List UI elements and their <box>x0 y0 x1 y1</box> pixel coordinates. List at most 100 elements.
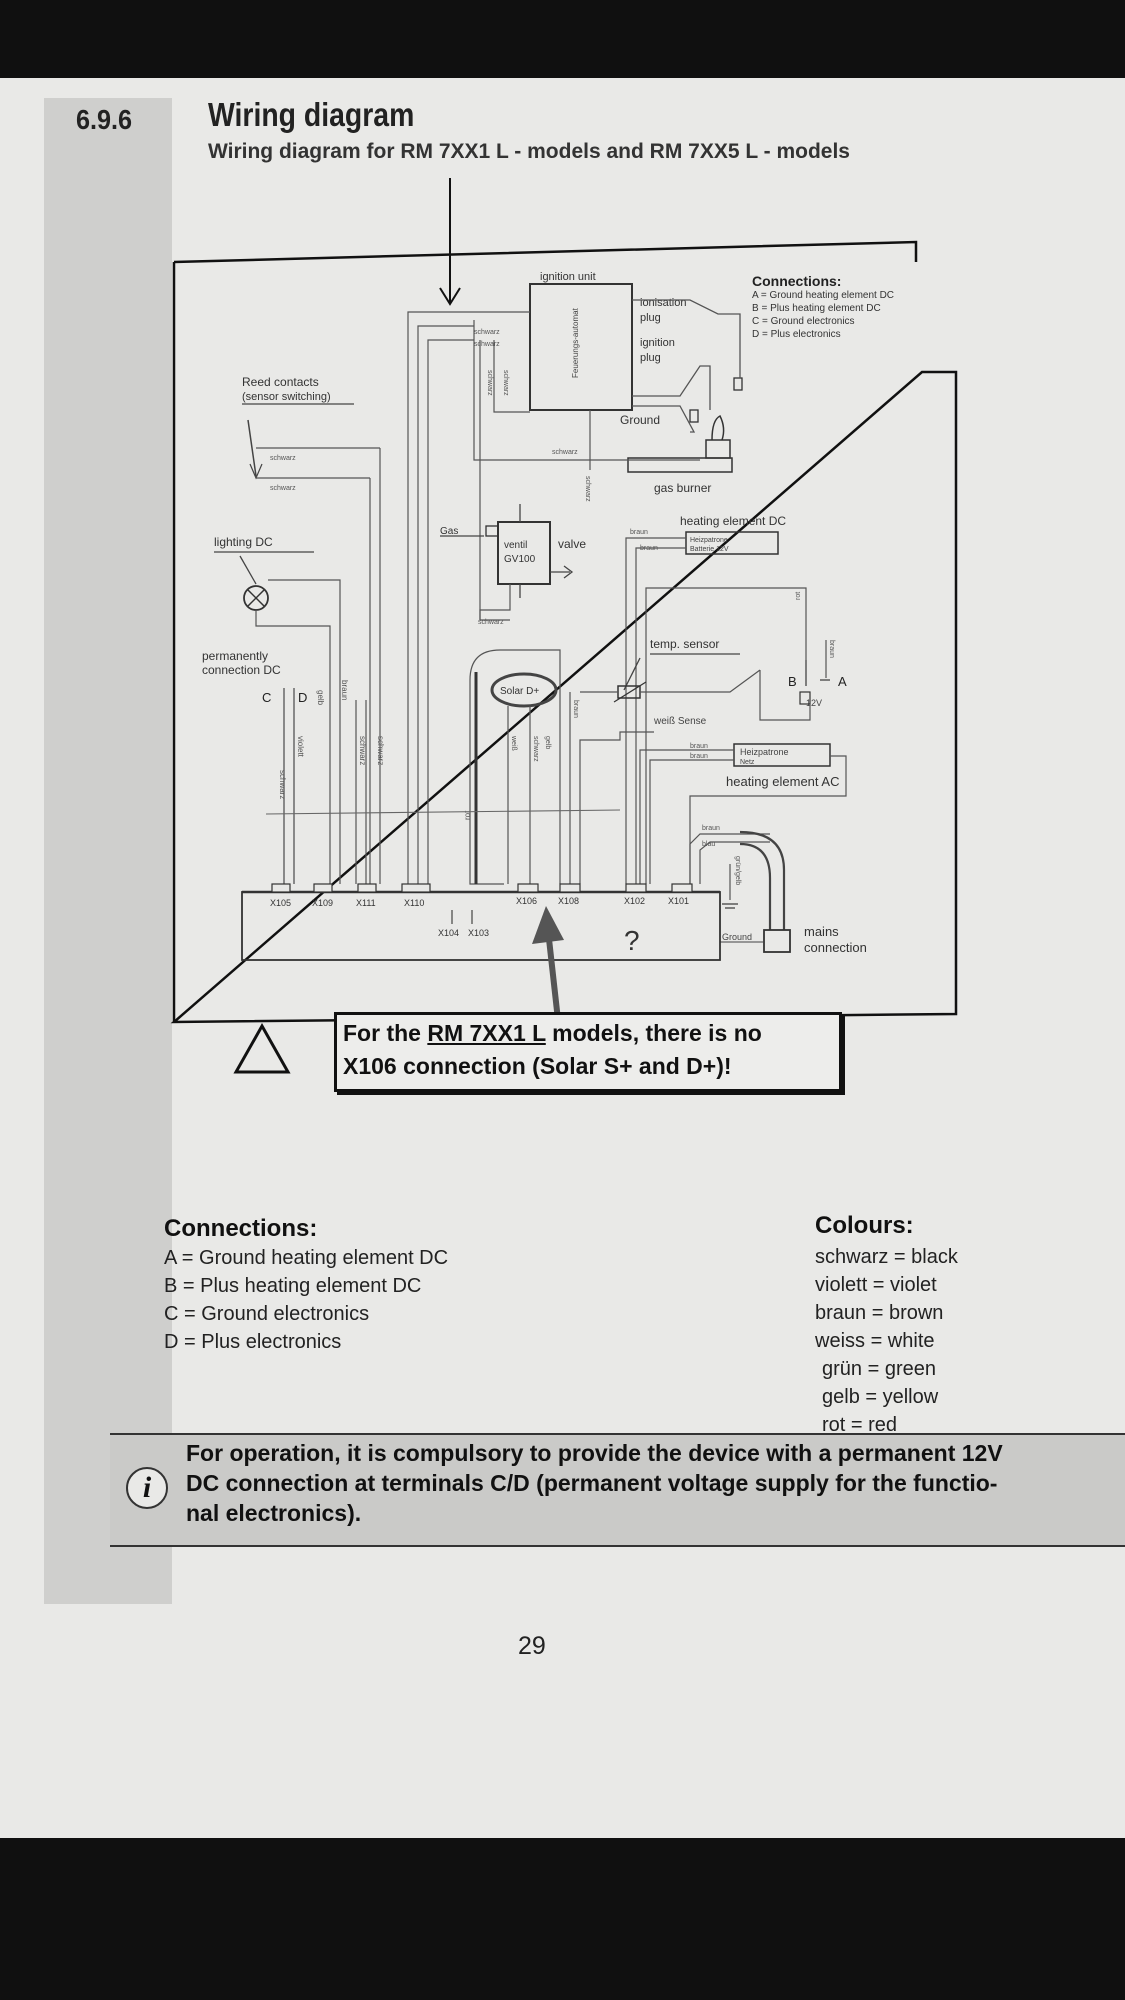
svg-text:schwarz: schwarz <box>552 449 578 456</box>
svg-text:schwarz: schwarz <box>278 770 287 799</box>
svg-text:Netz: Netz <box>740 759 755 766</box>
temp-sensor-label: temp. sensor <box>650 637 719 651</box>
valve-inner-1: ventil <box>504 540 527 551</box>
page-subtitle: Wiring diagram for RM 7XX1 L - models an… <box>208 140 850 163</box>
reed-contacts-label: Reed contacts <box>242 375 319 389</box>
reed-contacts-sub: (sensor switching) <box>242 391 331 403</box>
info-panel <box>110 1433 1125 1547</box>
mains-plug <box>763 929 791 953</box>
diagram-frame <box>170 240 958 1024</box>
colours-item: schwarz = black <box>815 1246 958 1268</box>
ground-label: Ground <box>620 413 660 427</box>
svg-text:braun: braun <box>828 640 835 658</box>
gas-burner <box>627 457 733 473</box>
svg-text:schwarz: schwarz <box>584 476 591 502</box>
connections-small-c: C = Ground electronics <box>752 316 855 327</box>
svg-text:braun: braun <box>340 680 349 700</box>
page-number: 29 <box>518 1632 546 1660</box>
svg-text:schwarz: schwarz <box>270 455 296 462</box>
info-icon: i <box>126 1467 168 1509</box>
svg-text:braun: braun <box>630 529 648 536</box>
svg-text:schwarz: schwarz <box>502 370 509 396</box>
terminal-x101: X101 <box>668 896 689 906</box>
valve-label: valve <box>558 537 586 551</box>
heating-dc-box <box>685 531 779 555</box>
svg-text:schwarz: schwarz <box>270 485 296 492</box>
heating-ac-box <box>733 743 831 767</box>
twelve-v-label: 12V <box>806 698 822 708</box>
permanent-connection-sub: connection DC <box>202 663 281 677</box>
ionisation-label: ionisation <box>640 297 686 309</box>
terminal-d-label: D <box>298 690 307 705</box>
svg-text:braun: braun <box>690 753 708 760</box>
note-line-2: X106 connection (Solar S+ and D+)! <box>343 1053 732 1079</box>
ground-small-label: Ground <box>722 932 752 942</box>
valve-box <box>497 521 551 585</box>
svg-text:violett: violett <box>296 736 305 758</box>
colours-heading: Colours: <box>815 1212 914 1239</box>
sidebar-band <box>44 98 172 1604</box>
ignition-unit-box <box>529 283 633 411</box>
warning-icon <box>233 1022 291 1074</box>
valve-inner-2: GV100 <box>504 554 536 565</box>
model-note-box: For the RM 7XX1 L models, there is no X1… <box>334 1012 842 1092</box>
terminal-x103: X103 <box>468 928 489 938</box>
svg-text:grün/gelb: grün/gelb <box>734 856 741 885</box>
gas-label: Gas <box>440 526 458 537</box>
svg-text:gelb: gelb <box>544 736 551 749</box>
connections-small-a: A = Ground heating element DC <box>752 290 894 301</box>
svg-text:braun: braun <box>702 825 720 832</box>
terminal-b-label: B <box>788 674 797 689</box>
svg-text:schwarz: schwarz <box>474 341 500 348</box>
connections-heading: Connections: <box>164 1215 318 1242</box>
svg-text:schwarz: schwarz <box>486 370 493 396</box>
colours-item: grün = green <box>822 1358 936 1380</box>
terminal-x109: X109 <box>312 898 333 908</box>
terminal-x104: X104 <box>438 928 459 938</box>
colours-item: violett = violet <box>815 1274 937 1296</box>
ignition-plug-label: plug <box>640 352 661 364</box>
colours-item: gelb = yellow <box>822 1386 939 1408</box>
mains-connection-label: connection <box>804 940 867 955</box>
svg-text:schwarz: schwarz <box>474 329 500 336</box>
ignition-unit-label: ignition unit <box>540 271 596 283</box>
terminal-x105: X105 <box>270 898 291 908</box>
page-title: Wiring diagram <box>208 96 415 133</box>
solar-label: Solar D+ <box>500 686 539 697</box>
terminal-x106: X106 <box>516 896 537 906</box>
note-line-1: For the RM 7XX1 L models, there is no <box>343 1020 762 1046</box>
svg-text:braun: braun <box>690 743 708 750</box>
ignition-unit-inner: Feuerungs-automat <box>571 307 580 378</box>
terminal-x110: X110 <box>404 898 424 908</box>
info-line-1: For operation, it is compulsory to provi… <box>186 1440 1003 1466</box>
svg-text:braun: braun <box>640 545 658 552</box>
connections-item: B = Plus heating element DC <box>164 1275 422 1297</box>
note-model: RM 7XX1 L <box>427 1020 546 1046</box>
colours-item: weiss = white <box>815 1330 935 1352</box>
terminal-x111: X111 <box>356 898 376 908</box>
ignition-label: ignition <box>640 337 675 349</box>
connections-item: D = Plus electronics <box>164 1331 342 1353</box>
terminal-x102: X102 <box>624 896 645 906</box>
svg-text:Heizpatrone: Heizpatrone <box>690 537 728 544</box>
svg-text:weiß: weiß <box>510 735 517 751</box>
mains-label: mains <box>804 924 839 939</box>
info-line-2: DC connection at terminals C/D (permanen… <box>186 1470 998 1496</box>
svg-text:gelb: gelb <box>316 690 325 706</box>
colours-item: braun = brown <box>815 1302 944 1324</box>
heating-dc-label: heating element DC <box>680 514 786 528</box>
svg-text:schwarz: schwarz <box>478 619 504 626</box>
connections-item: C = Ground electronics <box>164 1303 370 1325</box>
solar-highlight <box>490 672 558 708</box>
lighting-dc-label: lighting DC <box>214 535 273 549</box>
permanent-connection-label: permanently <box>202 649 268 663</box>
svg-text:rot: rot <box>795 592 802 600</box>
svg-text:blau: blau <box>702 841 715 848</box>
info-line-3: nal electronics). <box>186 1500 362 1526</box>
terminal-a-label: A <box>838 674 847 689</box>
heating-ac-label: heating element AC <box>726 774 839 789</box>
connections-small-title: Connections: <box>752 273 841 289</box>
connections-small-d: D = Plus electronics <box>752 329 841 340</box>
svg-text:braun: braun <box>572 700 579 718</box>
ionisation-plug-label: plug <box>640 312 661 324</box>
